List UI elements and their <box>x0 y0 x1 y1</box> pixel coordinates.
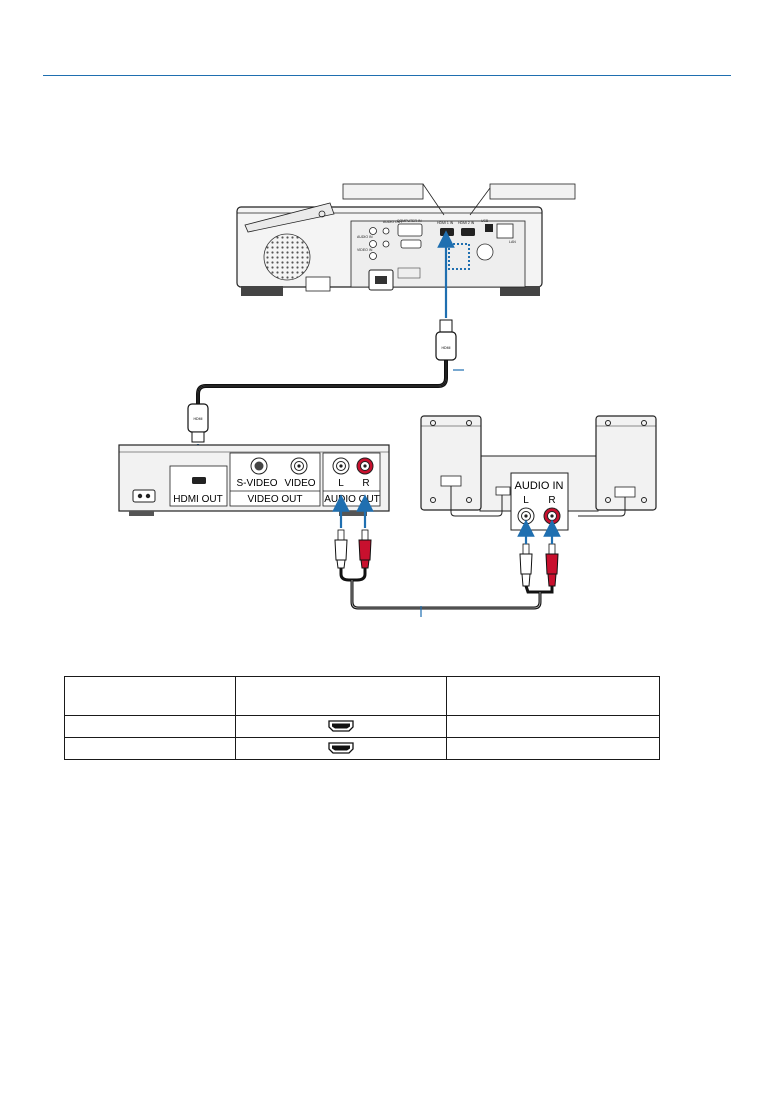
callout-box-right <box>489 183 576 200</box>
av-player: HDMI OUT S-VIDEO VIDEO VIDEO OUT L R AUD… <box>118 444 390 516</box>
rca-plug-white-speaker <box>519 543 533 587</box>
connection-table <box>64 676 660 760</box>
port-label: HDMI 1 IN <box>437 221 454 225</box>
port-label: COMPUTER IN <box>397 219 422 223</box>
audio-cable <box>334 529 559 617</box>
computer-in-port <box>397 223 423 237</box>
video-out-label: VIDEO OUT <box>247 494 302 505</box>
callout-leader-left <box>422 183 445 216</box>
hdmi-out-box <box>169 465 228 507</box>
hdmi-plug-player-end: HDMI <box>187 403 209 443</box>
callout-box-left <box>342 183 424 200</box>
audio-in-label: AUDIO IN <box>515 480 564 492</box>
table-row <box>64 715 660 738</box>
audio-out-l-label: L <box>338 478 344 489</box>
projector-handle <box>244 202 335 233</box>
audio-out-label: AUDIO OUT <box>324 494 380 505</box>
hdmi-cable: HDMI HDMI <box>187 319 464 443</box>
projector: AUDIO OUT COMPUTER IN AUDIO IN VIDEO IN … <box>236 202 543 296</box>
hdmi2-highlight <box>448 243 470 270</box>
hdmi-out-label: HDMI OUT <box>173 494 222 505</box>
rca-plug-white-player <box>334 529 348 569</box>
table-cell <box>235 737 447 760</box>
hdmi1-port-projector <box>440 228 454 236</box>
port-label: LAN <box>509 240 516 244</box>
port-label: AUDIO IN <box>357 235 373 239</box>
audio-in-r-label: R <box>548 495 555 506</box>
table-header-row <box>64 676 660 716</box>
hdmi-port-icon <box>328 720 354 732</box>
audio-in-l-label: L <box>523 495 529 506</box>
speaker-grille <box>263 233 311 281</box>
table-row <box>64 737 660 760</box>
svideo-label: S-VIDEO <box>236 478 277 489</box>
table-cell <box>64 715 236 738</box>
table-cell <box>446 737 660 760</box>
port-label: VIDEO IN <box>357 248 373 252</box>
rca-plug-red-player <box>358 529 372 569</box>
table-header-cell <box>64 676 236 716</box>
callout-leader-right <box>469 187 491 216</box>
header-rule <box>43 75 731 76</box>
hdmi2-port-projector <box>461 228 475 236</box>
hdmi-plug-projector-end: HDMI <box>435 319 457 361</box>
hdmi-port-icon <box>328 742 354 754</box>
port-label: HDMI 2 IN <box>458 221 475 225</box>
player-power-inlet <box>132 489 156 503</box>
hdmi-out-port <box>192 477 206 484</box>
port-label: AUDIO OUT <box>383 220 403 224</box>
table-cell <box>235 715 447 738</box>
powered-speakers: AUDIO IN L R <box>420 415 657 531</box>
video-label: VIDEO <box>284 478 315 489</box>
connection-diagram: AUDIO OUT COMPUTER IN AUDIO IN VIDEO IN … <box>118 183 657 617</box>
audio-out-r-label: R <box>362 478 369 489</box>
table-cell <box>446 715 660 738</box>
rca-plug-red-speaker <box>545 543 559 587</box>
speaker-right <box>595 415 657 511</box>
hdmi-plug-label: HDMI <box>194 417 203 421</box>
table-cell <box>64 737 236 760</box>
table-header-cell <box>235 676 447 716</box>
hdmi-plug-label: HDMI <box>442 346 451 350</box>
table-header-cell <box>446 676 660 716</box>
port-label: USB <box>481 219 489 223</box>
